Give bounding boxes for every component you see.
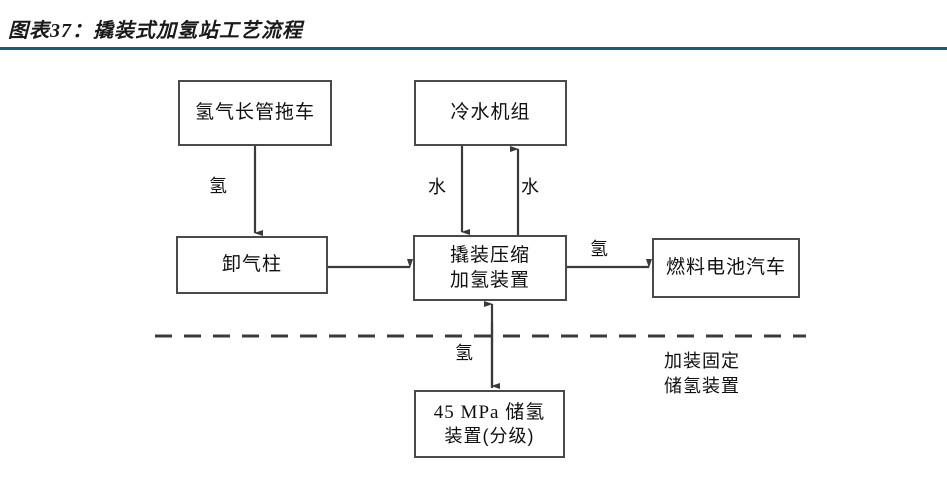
node-skid-compression-refueling-unit[interactable]: 撬装压缩 加氢装置 [413, 235, 567, 301]
node-label: 冷水机组 [450, 102, 531, 124]
node-label-line-1: 45 MPa 储氢 [433, 401, 546, 423]
chart-header: 图表37：撬装式加氢站工艺流程 [0, 0, 947, 52]
node-45mpa-hydrogen-storage[interactable]: 45 MPa 储氢 装置(分级) [414, 390, 565, 458]
edge-label-water-return: 水 [521, 177, 540, 197]
node-label: 燃料电池汽车 [665, 257, 786, 279]
node-hydrogen-tube-trailer[interactable]: 氢气长管拖车 [178, 80, 332, 146]
edge-label-hydrogen-trailer: 氢 [209, 176, 228, 196]
node-label: 卸气柱 [221, 254, 282, 276]
node-fuel-cell-vehicle[interactable]: 燃料电池汽车 [652, 238, 800, 298]
node-unloading-column[interactable]: 卸气柱 [176, 236, 328, 294]
node-chiller-unit[interactable]: 冷水机组 [414, 80, 567, 146]
node-label-line-1: 撬装压缩 [449, 244, 530, 266]
title-divider-rule [0, 47, 947, 50]
node-label-line-2: 装置(分级) [444, 425, 535, 446]
diagram-connector-layer [155, 146, 806, 389]
region-annotation-fixed-storage: 加装固定 储氢装置 [664, 349, 740, 399]
edge-label-hydrogen-storage: 氢 [455, 343, 474, 363]
region-note-line-2: 储氢装置 [664, 375, 740, 396]
page-title: 图表37：撬装式加氢站工艺流程 [8, 20, 303, 42]
process-flow-diagram: 氢气长管拖车 冷水机组 卸气柱 撬装压缩 加氢装置 燃料电池汽车 45 MPa … [0, 52, 947, 485]
region-note-line-1: 加装固定 [664, 351, 740, 371]
node-label-stack: 45 MPa 储氢 装置(分级) [434, 400, 545, 449]
edge-label-hydrogen-vehicle: 氢 [590, 239, 609, 259]
edge-label-water-supply: 水 [428, 177, 447, 197]
node-label-line-2: 加氢装置 [449, 270, 530, 291]
node-label: 氢气长管拖车 [194, 102, 315, 124]
node-label-stack: 撬装压缩 加氢装置 [450, 243, 530, 293]
